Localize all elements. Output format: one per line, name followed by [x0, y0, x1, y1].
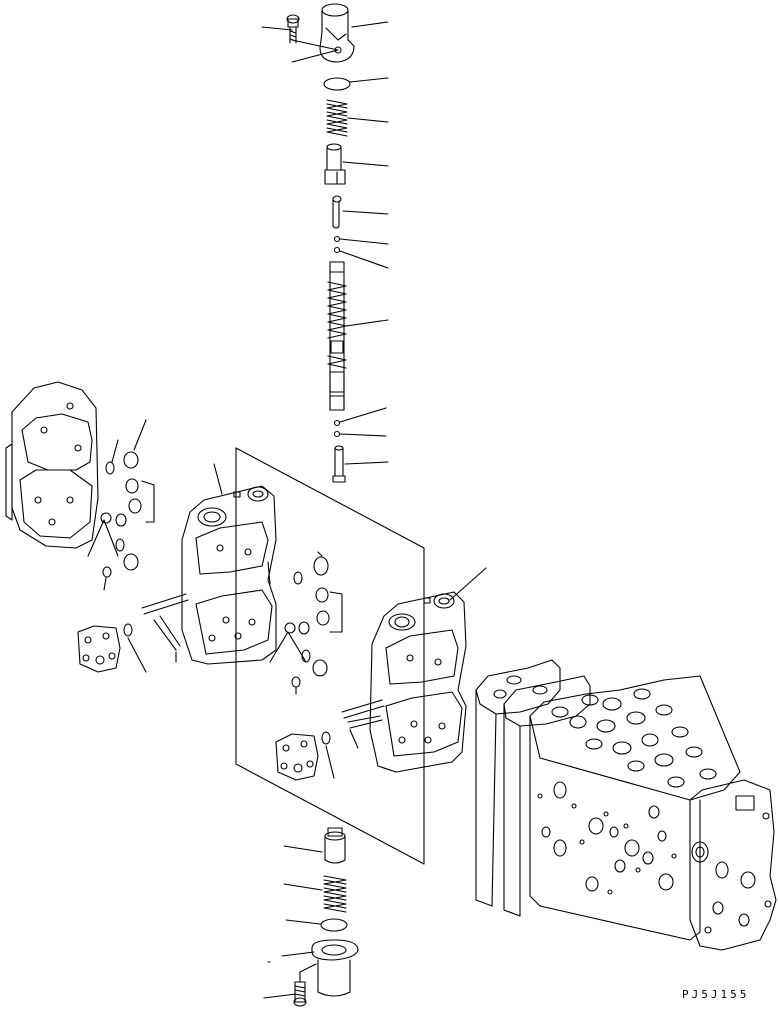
pins — [341, 699, 385, 729]
top-cover — [319, 3, 355, 63]
o-ring — [321, 731, 331, 745]
leader — [87, 519, 119, 557]
ball — [333, 235, 341, 243]
rod — [332, 445, 346, 483]
assembly-frame — [235, 447, 425, 865]
bottom-retainer — [324, 827, 346, 864]
ball — [333, 419, 341, 427]
leader — [339, 238, 389, 245]
valve-section-2 — [369, 591, 467, 773]
leader — [342, 210, 389, 215]
leader — [281, 951, 315, 957]
leader — [283, 883, 323, 891]
leader — [339, 250, 389, 269]
leader — [127, 637, 147, 673]
leader — [269, 631, 307, 663]
bottom-cover — [311, 939, 359, 997]
o-ring — [323, 77, 351, 91]
leader — [261, 26, 293, 31]
leader — [329, 591, 343, 633]
spring — [326, 99, 348, 137]
leader — [317, 551, 323, 557]
control-valve-assembly — [475, 659, 777, 951]
leader — [291, 39, 339, 63]
top-bolt — [286, 14, 300, 44]
leader — [449, 567, 487, 601]
leader — [344, 461, 389, 465]
leader — [285, 919, 321, 925]
leader — [347, 117, 389, 123]
leader — [349, 77, 389, 83]
leader — [133, 419, 147, 451]
leader — [351, 21, 389, 28]
leader — [267, 561, 271, 585]
relief-valve-block — [77, 625, 121, 673]
leader — [339, 433, 387, 437]
left-end-plate — [5, 381, 99, 549]
ball — [333, 430, 341, 438]
leader — [339, 407, 387, 423]
o-ring — [123, 623, 133, 637]
leader — [299, 963, 317, 983]
leader — [141, 480, 155, 523]
bottom-spring — [323, 875, 347, 913]
valve-section-1 — [181, 485, 277, 665]
spool — [327, 261, 347, 411]
o-ring-set — [100, 451, 142, 578]
o-ring — [320, 918, 348, 932]
leader — [349, 729, 359, 749]
ball — [333, 246, 341, 254]
leader — [325, 745, 335, 779]
pins — [141, 593, 189, 651]
retainer — [324, 143, 346, 185]
o-ring-set — [284, 556, 330, 688]
leader — [103, 577, 107, 591]
leader — [213, 463, 223, 495]
drawing-code: PJ5J155 — [682, 988, 750, 1001]
leader — [283, 845, 323, 853]
leader — [345, 319, 389, 327]
relief-valve-block — [275, 733, 319, 781]
leader — [263, 993, 297, 999]
pin — [332, 195, 342, 229]
leader — [111, 439, 119, 463]
leader — [342, 161, 389, 167]
